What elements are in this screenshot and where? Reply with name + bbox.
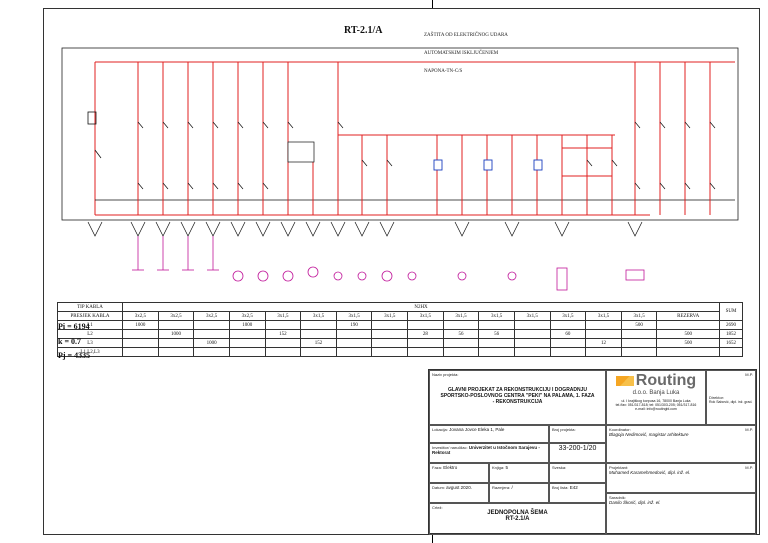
output-arrows	[87, 221, 643, 237]
location-cell: Lokacija: Jovana Jovce Eleka 1, Pale	[429, 425, 549, 443]
drawing-title: RT-2.1/A	[344, 25, 383, 36]
cut-mark-bottom	[432, 535, 433, 543]
table-row: L1,L2,L3	[57, 347, 743, 357]
investor-cell: Investitor/ naručilac: Univerzitet u Ist…	[429, 443, 549, 463]
volume-cell: Sveska:	[549, 463, 606, 483]
company-logo: Routing	[609, 372, 703, 390]
phase-cell: Faza: Elektro	[429, 463, 489, 483]
book-cell: Knjiga: 5	[489, 463, 549, 483]
coordinator-cell: Koordinator: M.P. Blagoja Nedimović, mag…	[606, 425, 756, 463]
n2hx-header: N2HX	[122, 302, 720, 312]
k-value: k = 0.7	[58, 337, 82, 346]
scale-cell: Razmjera: /	[489, 483, 549, 503]
rezerva-header: REZERVA	[656, 311, 720, 321]
main-breaker-body	[87, 111, 97, 125]
director-cell: M.P. Direktor: Rok Sabović, dipl. inž. g…	[706, 370, 756, 425]
project-name: GLAVNI PROJEKAT ZA REKONSTRUKCIJU I DOGR…	[440, 387, 595, 405]
routing-logo-icon	[615, 375, 634, 386]
presjek-kabla-header: PRESJEK KABLA	[57, 311, 123, 321]
load-symbols	[132, 236, 645, 291]
company-cell: Routing d.o.o. Banja Luka ul. I krajiško…	[606, 370, 706, 425]
date-cell: Datum: avgust 2020.	[429, 483, 489, 503]
cut-mark-top	[432, 0, 433, 8]
sheet-number-cell: Broj lista: E42	[549, 483, 606, 503]
title-block: Naziv projekta: GLAVNI PROJEKAT ZA REKON…	[428, 369, 757, 535]
panel-enclosure	[61, 47, 739, 221]
breaker-symbols	[137, 121, 716, 190]
drawing-name-cell: Crtež: JEDNOPOLNA ŠEMA RT-2.1/A	[429, 503, 606, 535]
pi-value: Pi = 6194	[58, 322, 90, 331]
sum-header: SUM	[719, 302, 743, 321]
drawing-subtitle: ZAŠTITA OD ELEKTRIČNOG UDARA AUTOMATSKIM…	[424, 33, 508, 74]
feeder-group	[137, 62, 711, 215]
designer-cell: Projektant: M.P. Muhamed Karamehmedović,…	[606, 463, 756, 493]
associate-cell: Saradnik: Danilo Škorić, dipl. inž. el.	[606, 493, 756, 535]
table-row: L3 1000 152 12 500 1652	[57, 338, 743, 348]
contactor-coils	[433, 159, 543, 171]
single-line-schematic	[61, 47, 739, 291]
pj-value: Pj = 4335	[58, 351, 91, 360]
tip-kabla-header: TIP KABLA	[57, 302, 123, 312]
project-number-cell: Broj projekta:	[549, 425, 606, 443]
drawing-sheet	[43, 8, 760, 535]
main-switch-contact	[94, 149, 102, 159]
project-name-cell: Naziv projekta: GLAVNI PROJEKAT ZA REKON…	[429, 370, 606, 425]
project-number: 33-200-1/20	[549, 443, 606, 463]
